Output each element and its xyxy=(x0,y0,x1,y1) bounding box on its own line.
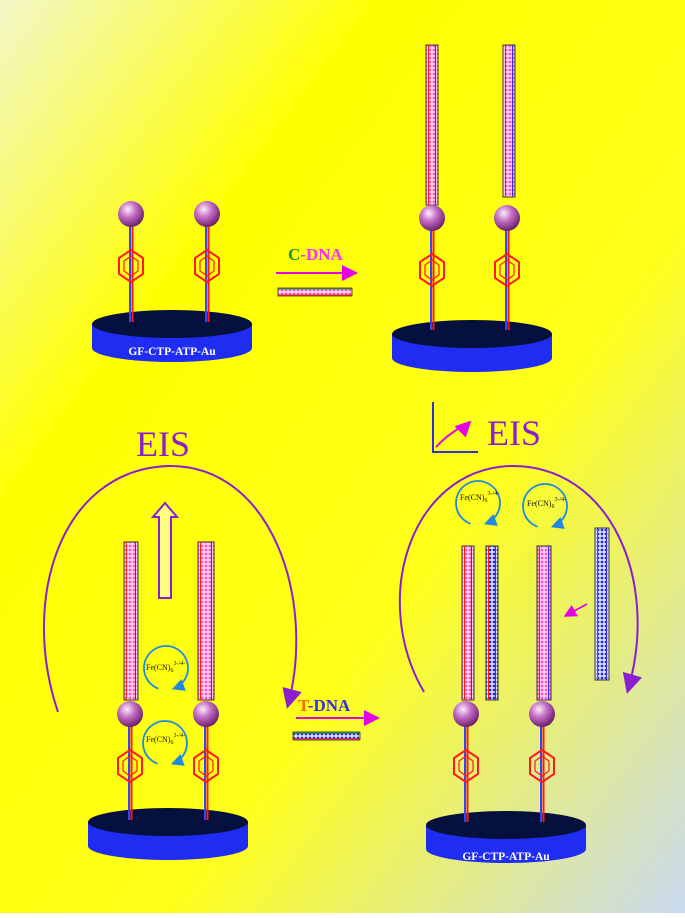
gold-bead xyxy=(453,701,479,727)
benzene-inner-ring xyxy=(424,259,440,281)
benzene-ring xyxy=(494,252,520,288)
gold-bead xyxy=(494,205,520,231)
redox-cycle-2 xyxy=(142,720,188,766)
electrode-label-4: GF-CTP-ATP-Au xyxy=(462,851,550,863)
cdna-duplex-3a xyxy=(123,541,139,701)
svg-text:Fe(CN)63-/4-: Fe(CN)63-/4- xyxy=(146,733,185,746)
dna-helix-body xyxy=(197,541,215,701)
benzene-ring xyxy=(529,748,555,784)
probe-1a xyxy=(118,201,144,322)
benzene-inner-ring xyxy=(123,255,139,277)
eis-arc-right xyxy=(398,464,643,694)
benzene-inner-ring xyxy=(458,755,474,777)
electrode-2 xyxy=(392,320,552,372)
pointer-arrow xyxy=(563,603,588,617)
probe-2b xyxy=(494,205,520,330)
electrode-label-1: GF-CTP-ATP-Au xyxy=(128,346,216,358)
electrode-bottom xyxy=(426,835,586,863)
dna-helix-body xyxy=(502,44,516,198)
eis-arc-left xyxy=(42,464,302,713)
dna-helix-body xyxy=(277,287,353,297)
benzene-ring xyxy=(453,748,479,784)
redox-cycle-3 xyxy=(455,480,501,526)
benzene-inner-ring xyxy=(122,755,138,777)
electrode-bottom xyxy=(392,344,552,372)
svg-text:Fe(CN)63-/4-: Fe(CN)63-/4- xyxy=(527,497,566,510)
benzene-inner-ring xyxy=(199,255,215,277)
impedance-curve-icon xyxy=(432,402,478,453)
cdna-duplex-reagent xyxy=(277,287,353,297)
redox-cycle-1 xyxy=(143,645,189,691)
cdna-duplex-4a xyxy=(461,545,475,701)
dna-helix-body xyxy=(425,44,439,206)
dna-helix-body xyxy=(485,545,499,701)
cdna-duplex-2b xyxy=(502,44,516,198)
gold-bead xyxy=(193,701,219,727)
electrode-top xyxy=(426,811,586,839)
benzene-inner-ring xyxy=(499,259,515,281)
redox-probe-label-4: Fe(CN)63-/4- xyxy=(527,497,566,510)
benzene-ring xyxy=(419,252,445,288)
circular-arrow-icon xyxy=(522,483,568,529)
circular-arrow-icon xyxy=(455,480,501,526)
electrode-top xyxy=(92,310,252,338)
probe-3b xyxy=(193,701,219,820)
benzene-ring xyxy=(194,248,220,284)
tdna-label: T-DNA xyxy=(298,696,351,715)
tdna-duplex-4a xyxy=(485,545,499,701)
gold-bead xyxy=(419,205,445,231)
svg-text:Fe(CN)63-/4-: Fe(CN)63-/4- xyxy=(460,491,499,504)
probe-1b xyxy=(194,201,220,322)
eis-label-right: EIS xyxy=(487,413,541,453)
redox-cycle-4 xyxy=(522,483,568,529)
cdna-duplex-3b xyxy=(197,541,215,701)
electrode-top xyxy=(88,808,248,836)
gold-bead xyxy=(118,201,144,227)
dna-helix-body xyxy=(461,545,475,701)
tdna-duplex-free xyxy=(594,527,610,681)
redox-probe-label-2: Fe(CN)63-/4- xyxy=(146,733,185,746)
probe-4a xyxy=(453,701,479,822)
circular-arrow-icon xyxy=(142,720,188,766)
dna-helix-body xyxy=(123,541,139,701)
electrode-3 xyxy=(88,808,248,860)
benzene-ring xyxy=(117,748,143,784)
gold-bead xyxy=(529,701,555,727)
benzene-ring xyxy=(118,248,144,284)
upward-hollow-arrow-icon xyxy=(150,501,180,599)
electrode-4 xyxy=(426,811,586,863)
electrode-top xyxy=(392,320,552,348)
probe-4b xyxy=(529,701,555,822)
cdna-label: C-DNA xyxy=(288,245,344,264)
eis-label-left: EIS xyxy=(136,424,190,464)
benzene-inner-ring xyxy=(198,755,214,777)
electrode-bottom xyxy=(92,334,252,362)
dna-helix-body xyxy=(292,731,361,741)
electrode-bottom xyxy=(88,832,248,860)
gold-bead xyxy=(117,701,143,727)
cdna-duplex-4b xyxy=(536,545,552,701)
circular-arrow-icon xyxy=(143,645,189,691)
benzene-inner-ring xyxy=(534,755,550,777)
probe-2a xyxy=(419,205,445,330)
tdna-duplex-reagent xyxy=(292,731,361,741)
redox-probe-label-3: Fe(CN)63-/4- xyxy=(460,491,499,504)
gold-bead xyxy=(194,201,220,227)
svg-text:Fe(CN)63-/4-: Fe(CN)63-/4- xyxy=(146,661,185,674)
benzene-ring xyxy=(193,748,219,784)
redox-probe-label-1: Fe(CN)63-/4- xyxy=(146,661,185,674)
dna-helix-body xyxy=(594,527,610,681)
cdna-duplex-2a xyxy=(425,44,439,206)
probe-3a xyxy=(117,701,143,820)
dna-helix-body xyxy=(536,545,552,701)
